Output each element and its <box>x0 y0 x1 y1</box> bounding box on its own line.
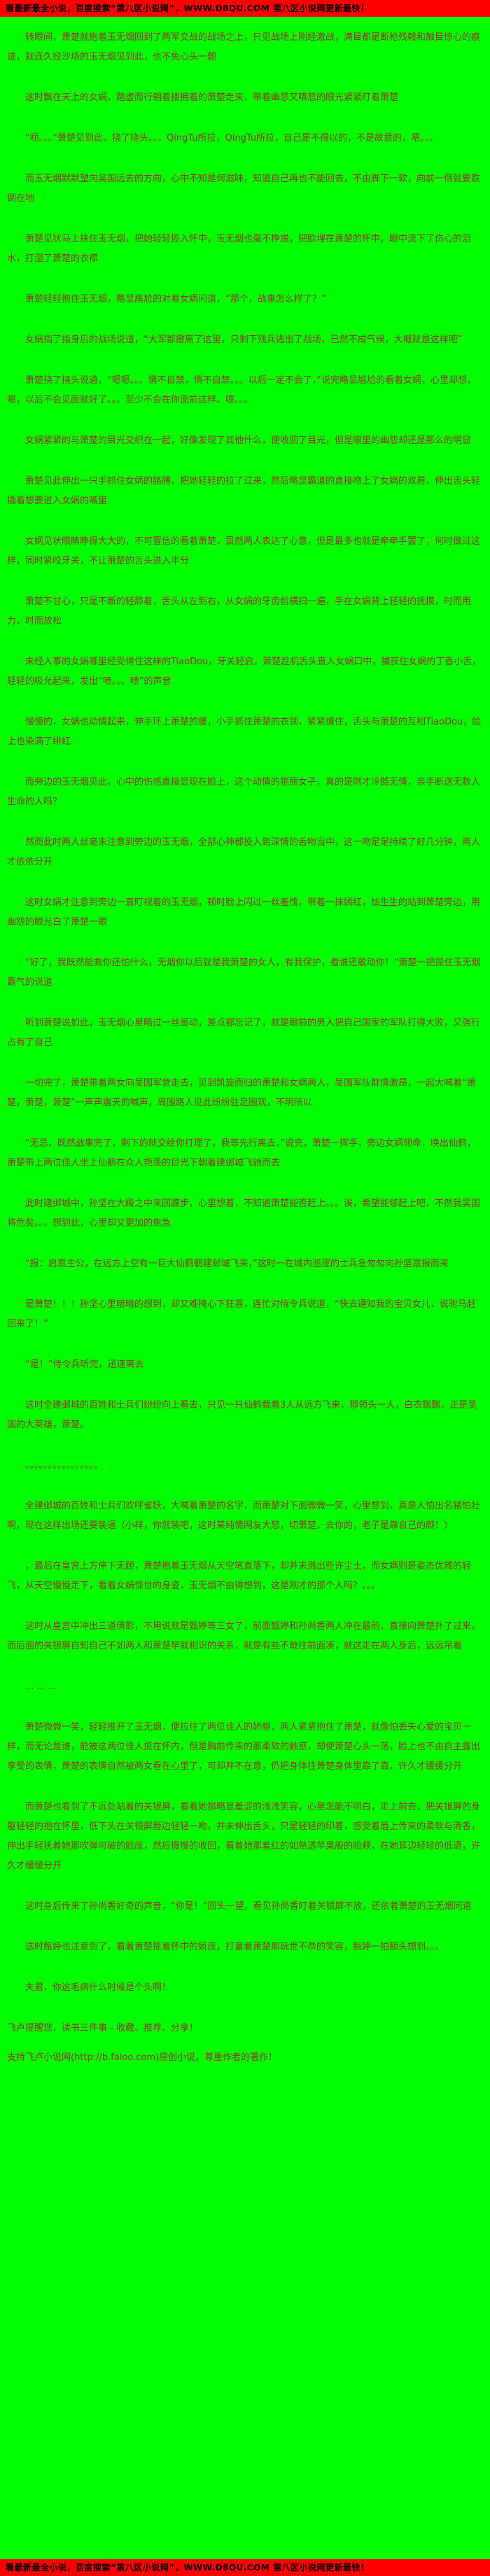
top-ad-banner[interactable]: 看最新最全小说，百度搜索“第八区小说网”，WWW.D8QU.COM 第八区小说网… <box>0 0 490 17</box>
novel-paragraph: “好了，我既然能救你还怕什么，无烟你以后就是我萧楚的女人，有我保护，看谁还敢动你… <box>7 958 481 988</box>
novel-paragraph: 而萧楚也看到了不远处站着的关银屏，看着她那略显羞涩的浅浅笑容，心里怎能不明白，走… <box>7 1802 481 1871</box>
novel-paragraph: 萧楚轻轻抱住玉无烟，略显尴尬的对着女娲问道，“那个，战事怎么样了？” <box>25 294 326 304</box>
faloo-reminder: 飞卢提醒您，读书三件事 - 收藏、推荐、分享！ <box>7 2023 198 2033</box>
novel-paragraph: 未经人事的女娲哪里经受得住这样的TiaoDou，牙关轻启，萧楚趁机舌头直入女娲口… <box>7 657 482 687</box>
ad-banner-text: 看最新最全小说，百度搜索“第八区小说网”，WWW.D8QU.COM 第八区小说网… <box>6 4 370 13</box>
novel-paragraph: 是萧楚！！！孙坚心里暗暗的想到，却又难掩心下狂喜，连忙对侍令兵说道，“快去通知我… <box>7 1299 476 1329</box>
novel-paragraph: “报：启禀主公，在远方上空有一巨大仙鹤朝建邺城飞来，”这时一在城内巡逻的士兵急匆… <box>25 1259 449 1269</box>
novel-paragraph: 女娲紧紧的与萧楚的目光交织在一起，好像发现了其他什么，便收回了目光，但是眼里的幽… <box>25 435 472 446</box>
novel-paragraph: 全建邺城的百姓和士兵们欢呼雀跃，大喊着萧楚的名字，而萧楚对下面微微一笑，心里想到… <box>7 1501 481 1531</box>
novel-paragraph: 夫君，你这毛病什么时候是个头啊！ <box>25 1982 172 1993</box>
faloo-support: 支持飞卢小说网(http://b.faloo.com)原创小说，尊重作者的著作！ <box>7 2052 278 2063</box>
novel-paragraph: ，最后在皇宫上方停下无顾，萧楚抱着玉无烟从天空笔直落下，却并未溅出些许尘土，而女… <box>7 1561 472 1591</box>
novel-paragraph: 一切完了，萧楚带着两女向吴国军营走去，见到凯旋而归的萧楚和女娲两人，吴国军队群情… <box>7 1078 476 1108</box>
novel-paragraph: 然而此时两人丝毫未注意到旁边的玉无烟，全部心神都投入到深情的舌吻当中，这一吻足足… <box>7 837 481 867</box>
novel-paragraph: 而玉无烟默默望向吴国远去的方向，心中不知是何滋味，知道自己再也不能回去，不由脚下… <box>7 174 481 204</box>
novel-paragraph: 女娲见状眼睛睁得大大的，不可置信的看着萧楚，虽然两人表达了心意，但是最多也就是牵… <box>7 536 481 566</box>
novel-paragraph: 。。。。。。。。。。。。。。。。 <box>25 1460 103 1471</box>
novel-paragraph: 这时飘在天上的女娲，踏虚而行朝着搂拥着的萧楚走来，带着幽怨又嗔怒的眼光紧紧盯着萧… <box>25 92 399 103</box>
novel-paragraph: 这时全建邺城的百姓和士兵们纷纷向上看去，只见一只仙鹤载着3人从远方飞来，那领头一… <box>7 1400 477 1430</box>
novel-paragraph: 萧楚见此伸出一只手抓住女娲的胳膊，把她轻轻的拉了过来，然后略显霸道的直接吻上了女… <box>7 476 481 506</box>
novel-paragraph: 女娲指了指身后的战场说道，“大军都撤离了这里，只剩下残兵逃出了战场，已然不成气候… <box>25 335 463 345</box>
novel-paragraph: 萧楚微微一笑，轻轻推开了玉无烟，便拉住了两位佳人的娇躯，两人紧紧抱住了萧楚，就像… <box>7 1722 481 1772</box>
novel-paragraph: “呃。。。”萧楚见到此，挠了挠头。。。QingTu所拉，QingTu所拉，自己是… <box>25 133 439 144</box>
chapter-content: 转眼间，萧楚就抱着玉无烟回到了两军交战的战场之上，只见战场上刚经激战，满目都是断… <box>0 17 490 2559</box>
novel-paragraph: 慢慢的，女娲也动情起来，伸手环上萧楚的腰，小手抓住萧楚的衣领，紧紧缠住，舌头与萧… <box>7 717 482 747</box>
novel-paragraph: ... ... ... <box>25 1681 57 1692</box>
novel-paragraph: 这时身后传来了孙尚香好奇的声音，“你是！”回头一望，看见孙尚香盯着关银屏不放，还… <box>25 1901 472 1912</box>
novel-paragraph: 这时女娲才注意到旁边一直盯视着的玉无烟，顿时脸上闪过一丝羞愧，带着一抹嫣红，怯生… <box>7 897 481 927</box>
novel-paragraph: 转眼间，萧楚就抱着玉无烟回到了两军交战的战场之上，只见战场上刚经激战，满目都是断… <box>7 32 481 62</box>
novel-paragraph: 这时甄婷也注意到了，看着萧楚揽着怀中的娇庞，打量着萧楚那玩世不恭的笑容，甄婷一拍… <box>25 1942 444 1952</box>
novel-paragraph: 而旁边的玉无烟见此，心中的伤感直接显现在脸上，这个动情的艳丽女子，真的是刚才冷酷… <box>7 777 481 807</box>
novel-paragraph: 萧楚不甘心，只是不断的轻舔着，舌头从左到右，从女娲的牙齿前横扫一遍，手在女娲背上… <box>7 596 472 626</box>
bottom-ad-banner[interactable]: 看最新最全小说，百度搜索“第八区小说网”，WWW.D8QU.COM 第八区小说网… <box>0 2559 490 2576</box>
novel-paragraph: “是！”侍令兵听完，迅速离去 <box>25 1359 144 1370</box>
novel-paragraph: “无忌，既然战事完了，剩下的就交给你打理了，我等先行离去，”说完，萧楚一挥手，旁… <box>7 1138 476 1168</box>
ad-banner-text: 看最新最全小说，百度搜索“第八区小说网”，WWW.D8QU.COM 第八区小说网… <box>6 2563 370 2572</box>
novel-paragraph: 萧楚挠了挠头说道，“嗯嗯。。。情不自禁，情不自禁。。。以后一定不会了，”说完略显… <box>7 375 476 405</box>
novel-paragraph: 萧楚见状马上扶住玉无烟，把她轻轻揽入怀中，玉无烟也毫不挣脱，把脸埋在萧楚的怀中，… <box>7 234 472 264</box>
novel-paragraph: 这时从皇宫中冲出三道倩影，不用说就是甄婷等三女了，前面甄婷和孙尚香两人冲在最前，… <box>7 1621 481 1651</box>
novel-paragraph: 听到萧楚说如此，玉无烟心里略过一丝感动，差点都忘记了，就是眼前的男人把自己国家的… <box>7 1018 481 1048</box>
paragraph-list: 转眼间，萧楚就抱着玉无烟回到了两军交战的战场之上，只见战场上刚经激战，满目都是断… <box>7 28 483 1998</box>
novel-paragraph: 此时建邺城中，孙坚在大殿之中来回踱步，心里想着，不知道萧楚能否赶上。。。诶，希望… <box>7 1198 481 1228</box>
